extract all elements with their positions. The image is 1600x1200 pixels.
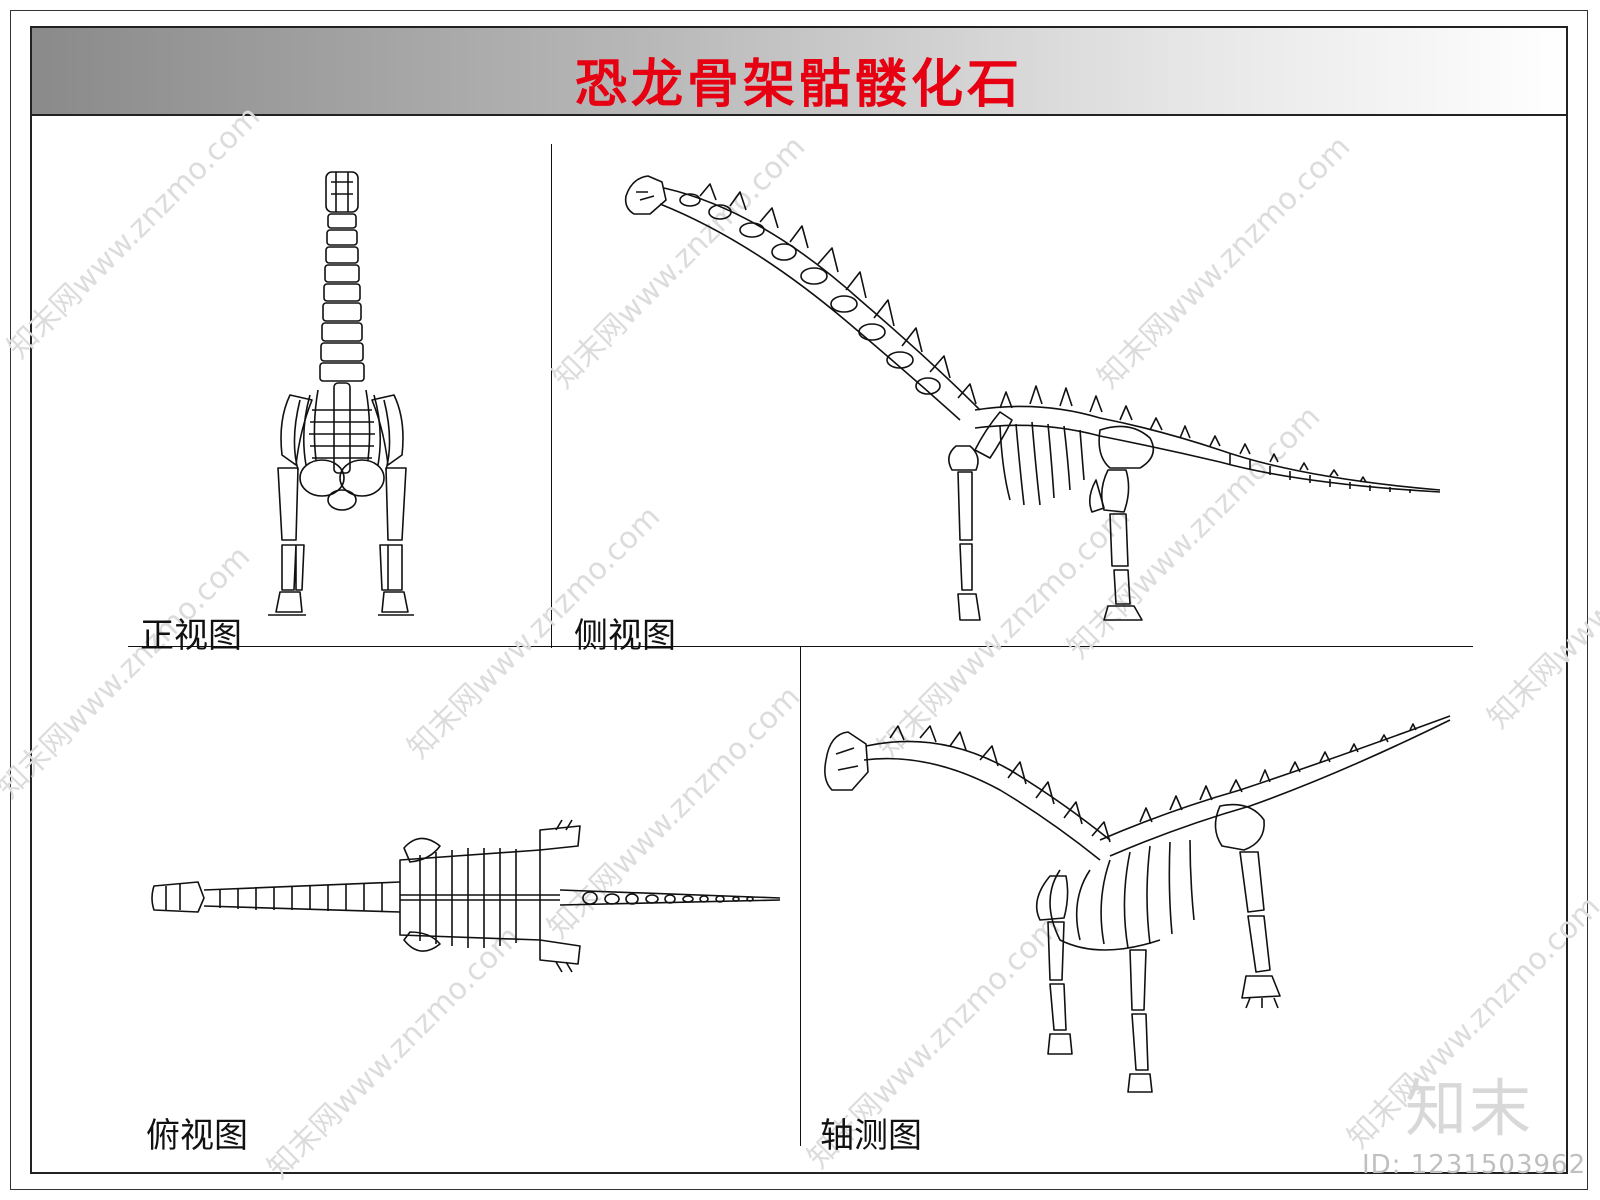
divider-vertical-top	[551, 144, 552, 648]
top-view-label: 俯视图	[146, 1116, 248, 1156]
front-view-skeleton	[268, 171, 414, 616]
watermark-text: 知末网www.znzmo.com	[1, 99, 267, 365]
axonometric-view-label: 轴测图	[820, 1116, 922, 1156]
page-title: 恐龙骨架骷髅化石	[574, 55, 1023, 115]
top-view-skeleton	[151, 819, 781, 973]
watermark-id: ID: 1231503962	[1362, 1150, 1587, 1180]
axonometric-view-skeleton	[824, 715, 1451, 1093]
watermark-brand: 知末	[1405, 1072, 1534, 1145]
watermark-text: 知末网www.znzmo.com	[0, 539, 257, 805]
watermark-text: 知末网www.znzmo.com	[541, 679, 807, 945]
watermark-text: 知末网www.znzmo.com	[546, 129, 812, 395]
drawing-frame	[30, 26, 1568, 1174]
watermark-text: 知末网www.znzmo.com	[1091, 129, 1357, 395]
front-view-label: 正视图	[140, 616, 242, 656]
divider-vertical-bottom	[800, 646, 801, 1146]
side-view-label: 侧视图	[574, 616, 676, 656]
outer-frame	[10, 10, 1588, 1190]
side-view-skeleton	[624, 175, 1441, 621]
watermark-text: 知末网www.znzmo.com	[261, 919, 527, 1185]
watermark-text: 知末网www.znzmo.com	[1481, 469, 1600, 735]
title-bar: 恐龙骨架骷髅化石	[32, 28, 1566, 116]
